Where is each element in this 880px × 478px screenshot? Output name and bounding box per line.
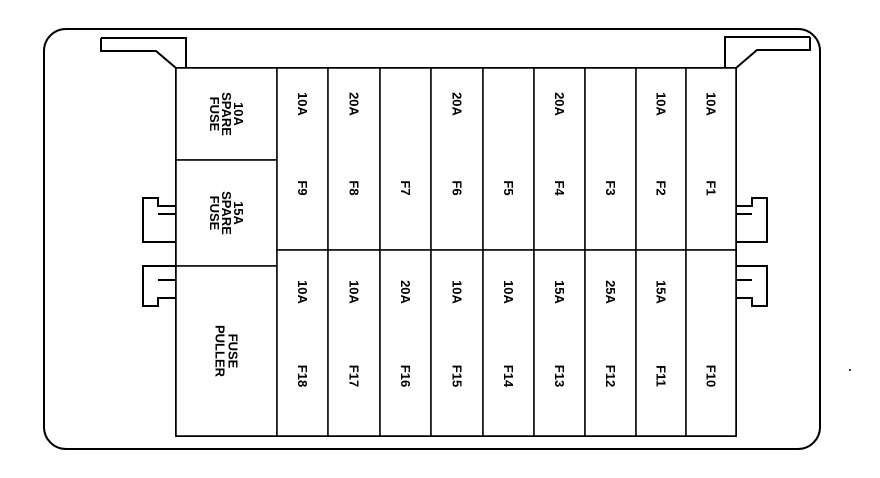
fuse-rating-label: 15A (654, 280, 669, 304)
fuse-rating-label: 10A (501, 280, 516, 304)
fuse-slot-f11[interactable] (635, 249, 687, 437)
fuse-slot-f3[interactable] (584, 67, 637, 251)
fuse-rating-label: 15A (552, 280, 567, 304)
spare-fuse-label: FUSE (207, 97, 222, 132)
fuse-slot-f18[interactable] (276, 249, 329, 437)
fuse-id-label: F15 (450, 365, 465, 387)
fuse-id-label: F7 (398, 180, 413, 195)
fuse-id-label: F12 (603, 365, 618, 387)
fuse-id-label: F9 (295, 180, 310, 195)
fuse-id-label: F6 (450, 180, 465, 195)
right-lower-clip (736, 265, 768, 307)
fuse-id-label: F5 (501, 180, 516, 195)
fuse-slot-f12[interactable] (584, 249, 637, 437)
fuse-box-housing (43, 28, 821, 450)
spare-fuse-label: SPARE (219, 92, 234, 136)
fuse-id-label: F11 (654, 365, 669, 387)
fuse-slot-f4[interactable] (533, 67, 586, 251)
fuse-id-label: F18 (295, 365, 310, 387)
fuse-slot-f5[interactable] (482, 67, 535, 251)
fuse-rating-label: 20A (398, 280, 413, 304)
stray-mark (849, 369, 851, 371)
fuse-rating-label: 25A (603, 280, 618, 304)
fuse-slot-f10[interactable] (685, 249, 737, 437)
fuse-id-label: F14 (501, 365, 516, 388)
fuse-rating-label: 10A (295, 92, 310, 116)
fuse-slot-f16[interactable] (379, 249, 432, 437)
fuse-rating-label: 10A (347, 280, 362, 304)
fuse-slot-f1[interactable] (685, 67, 737, 251)
fuse-id-label: F10 (704, 365, 719, 387)
fuse-id-label: F3 (603, 180, 618, 195)
fuse-slot-f13[interactable] (533, 249, 586, 437)
fuse-rating-label: 10A (450, 280, 465, 304)
fuse-slot-f15[interactable] (430, 249, 484, 437)
fuse-puller-label: FUSE (226, 334, 241, 369)
spare-fuse-label: 15A (231, 201, 246, 225)
fuse-rating-label: 20A (347, 92, 362, 116)
fuse-id-label: F4 (552, 180, 567, 196)
fuse-id-label: F8 (347, 180, 362, 195)
left-lower-clip (142, 265, 176, 307)
top-left-bracket (100, 37, 187, 69)
spare-fuse-slot[interactable] (175, 67, 278, 161)
fuse-puller-slot[interactable] (175, 265, 278, 437)
fuse-id-label: F2 (654, 180, 669, 195)
top-right-bracket (724, 36, 811, 69)
fuse-slot-f9[interactable] (276, 67, 329, 251)
fuse-id-label: F13 (552, 365, 567, 387)
right-upper-clip (736, 197, 768, 243)
left-upper-clip (142, 197, 176, 243)
fuse-rating-label: 10A (654, 92, 669, 116)
fuse-slot-f14[interactable] (482, 249, 535, 437)
fuse-slot-f17[interactable] (327, 249, 381, 437)
fuse-id-label: F1 (704, 180, 719, 195)
fuse-rating-label: 10A (704, 92, 719, 116)
fuse-slot-f8[interactable] (327, 67, 381, 251)
spare-fuse-label: FUSE (207, 196, 222, 231)
fuse-id-label: F16 (398, 365, 413, 387)
fuse-id-label: F17 (347, 365, 362, 387)
fuse-rating-label: 20A (552, 92, 567, 116)
fuse-slot-f7[interactable] (379, 67, 432, 251)
fuse-rating-label: 10A (295, 280, 310, 304)
fuse-rating-label: 20A (450, 92, 465, 116)
fuse-slot-f6[interactable] (430, 67, 484, 251)
fuse-puller-label: PULLER (213, 325, 228, 378)
spare-fuse-label: SPARE (219, 191, 234, 235)
spare-fuse-label: 10A (231, 102, 246, 126)
